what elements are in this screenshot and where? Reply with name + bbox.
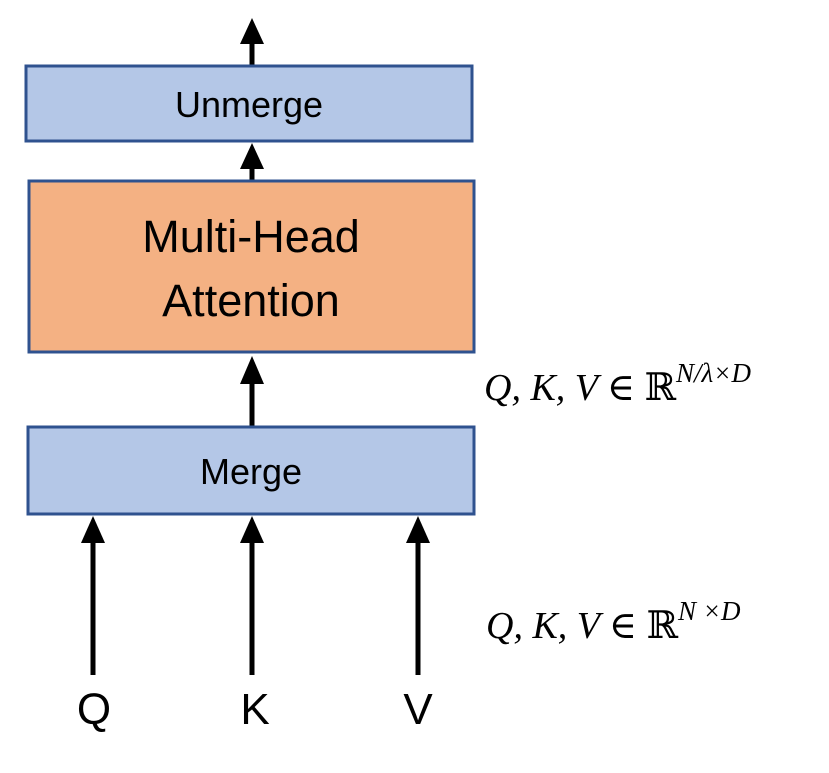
after-merge-field: ℝ <box>644 367 676 409</box>
before-merge-field: ℝ <box>646 605 678 647</box>
unmerge-label: Unmerge <box>175 84 323 125</box>
k-input-arrow-head <box>240 516 264 543</box>
attention-label-line2: Attention <box>162 275 340 326</box>
before-merge-base: Q, K, V ∈ <box>486 605 646 647</box>
q-input-arrow-head <box>81 516 105 543</box>
before-merge-exponent: N ×D <box>677 596 741 626</box>
merge-label: Merge <box>200 451 302 492</box>
multi-head-attention-block <box>27 179 476 354</box>
after-merge-shape-annotation: Q, K, V ∈ ℝN/λ×D <box>484 358 751 409</box>
unmerge-block <box>24 64 474 143</box>
input-label-v: V <box>403 685 433 734</box>
v-input-arrow-head <box>406 516 430 543</box>
input-label-q: Q <box>77 685 111 734</box>
after-merge-base: Q, K, V ∈ <box>484 367 644 409</box>
after-merge-exponent: N/λ×D <box>675 358 751 388</box>
before-merge-shape-annotation: Q, K, V ∈ ℝN ×D <box>486 596 741 647</box>
merge-to-attention-arrow-head <box>240 356 264 384</box>
output-arrow-head <box>240 18 264 44</box>
attention-to-unmerge-arrow-head <box>240 143 264 169</box>
input-label-k: K <box>240 685 269 734</box>
attention-label-line1: Multi-Head <box>142 211 360 262</box>
merge-block <box>26 425 476 516</box>
